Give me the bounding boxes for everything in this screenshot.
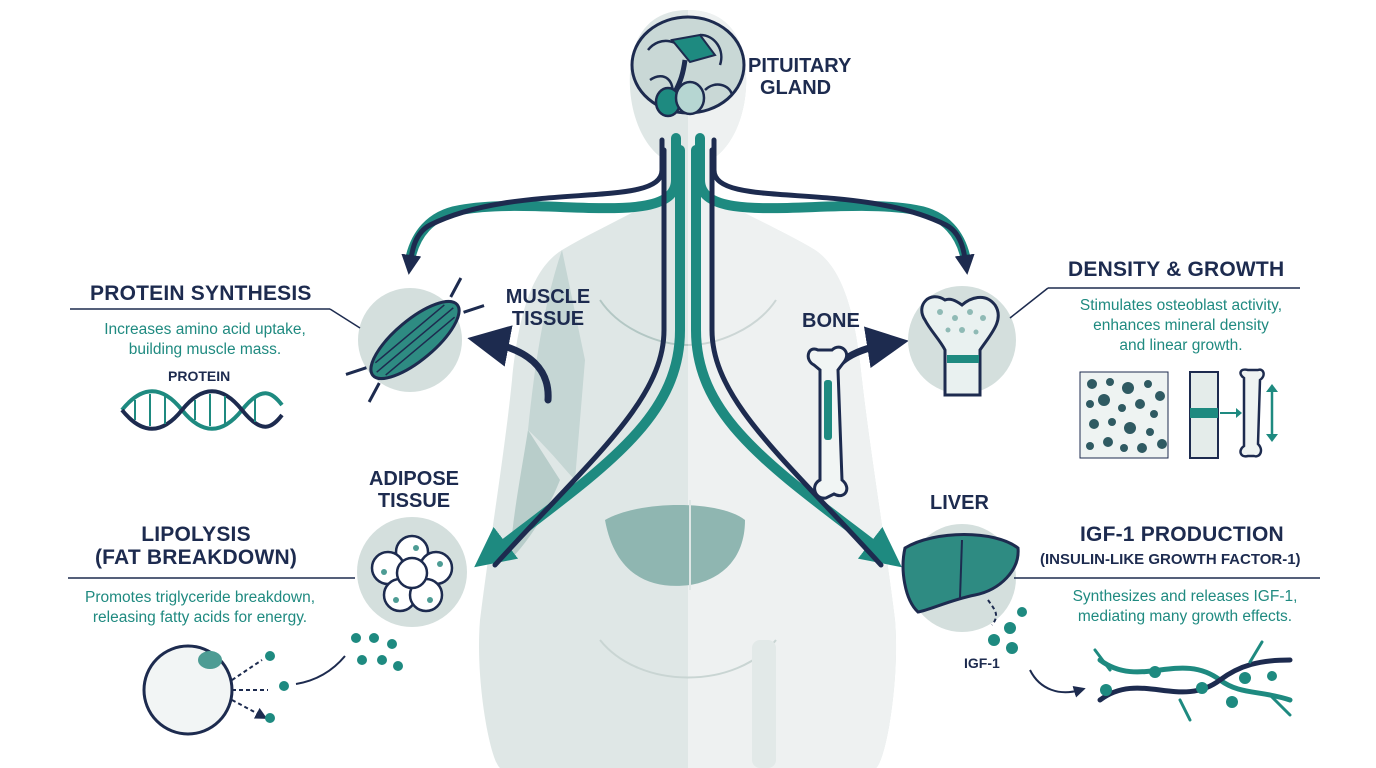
adipose-organ-line1: ADIPOSE (368, 468, 460, 490)
dna-icon (120, 389, 284, 431)
muscle-description: Increases amino acid uptake, building mu… (80, 320, 330, 360)
protein-label: PROTEIN (168, 368, 231, 384)
muscle-icon (345, 277, 485, 403)
pituitary-label-line1: PITUITARY (748, 55, 852, 77)
adipose-desc-line2: releasing fatty acids for energy. (92, 609, 308, 627)
muscle-desc-line2: building muscle mass. (128, 341, 282, 359)
adipose-organ-label: ADIPOSE TISSUE (360, 468, 468, 512)
bone-icon (908, 286, 1016, 397)
bone-description: Stimulates osteoblast activity, enhances… (1050, 296, 1312, 356)
adipose-organ-line2: TISSUE (377, 489, 451, 512)
liver-desc-line1: Synthesizes and releases IGF-1, (1072, 588, 1298, 605)
bone-texture-icon (1079, 368, 1278, 459)
lipolysis-heading-line2: (FAT BREAKDOWN) (94, 545, 298, 569)
bone-desc-line3: and linear growth. (1119, 337, 1243, 355)
lipolysis-heading-line1: LIPOLYSIS (141, 523, 251, 546)
density-growth-heading: DENSITY & GROWTH (1068, 258, 1285, 281)
muscle-organ-line1: MUSCLE (505, 286, 591, 308)
liver-organ-label: LIVER (930, 492, 989, 514)
lipolysis-heading: LIPOLYSIS (FAT BREAKDOWN) (66, 523, 326, 569)
bone-organ-label: BONE (802, 310, 860, 332)
pituitary-label: PITUITARY GLAND (748, 55, 852, 99)
igf-production-heading: IGF-1 PRODUCTION (1080, 523, 1284, 546)
bone-leader-line (1009, 287, 1049, 319)
body-silhouette (479, 10, 897, 768)
fat-cells-icon (357, 517, 467, 627)
protein-synthesis-heading: PROTEIN SYNTHESIS (90, 282, 312, 305)
muscle-desc-line1: Increases amino acid uptake, (104, 321, 306, 338)
brain-icon (630, 15, 746, 118)
igf-production-subheading: (INSULIN-LIKE GROWTH FACTOR-1) (1040, 551, 1301, 568)
igf-molecule-icon (988, 607, 1293, 722)
liver-description: Synthesizes and releases IGF-1, mediatin… (1040, 587, 1330, 627)
muscle-organ-label: MUSCLE TISSUE (498, 286, 598, 330)
muscle-organ-line2: TISSUE (511, 307, 585, 330)
femur-icon (806, 345, 849, 500)
bone-desc-line1: Stimulates osteoblast activity, (1079, 297, 1283, 314)
adipose-description: Promotes triglyceride breakdown, releasi… (60, 588, 340, 628)
hormone-paths (401, 133, 975, 568)
bone-desc-line2: enhances mineral density (1093, 317, 1269, 335)
adipose-desc-line1: Promotes triglyceride breakdown, (84, 589, 316, 606)
liver-icon (901, 524, 1020, 632)
pituitary-label-line2: GLAND (760, 76, 832, 99)
igf-label: IGF-1 (964, 655, 1000, 671)
fat-cell-icon (142, 633, 403, 736)
liver-desc-line2: mediating many growth effects. (1077, 608, 1293, 626)
